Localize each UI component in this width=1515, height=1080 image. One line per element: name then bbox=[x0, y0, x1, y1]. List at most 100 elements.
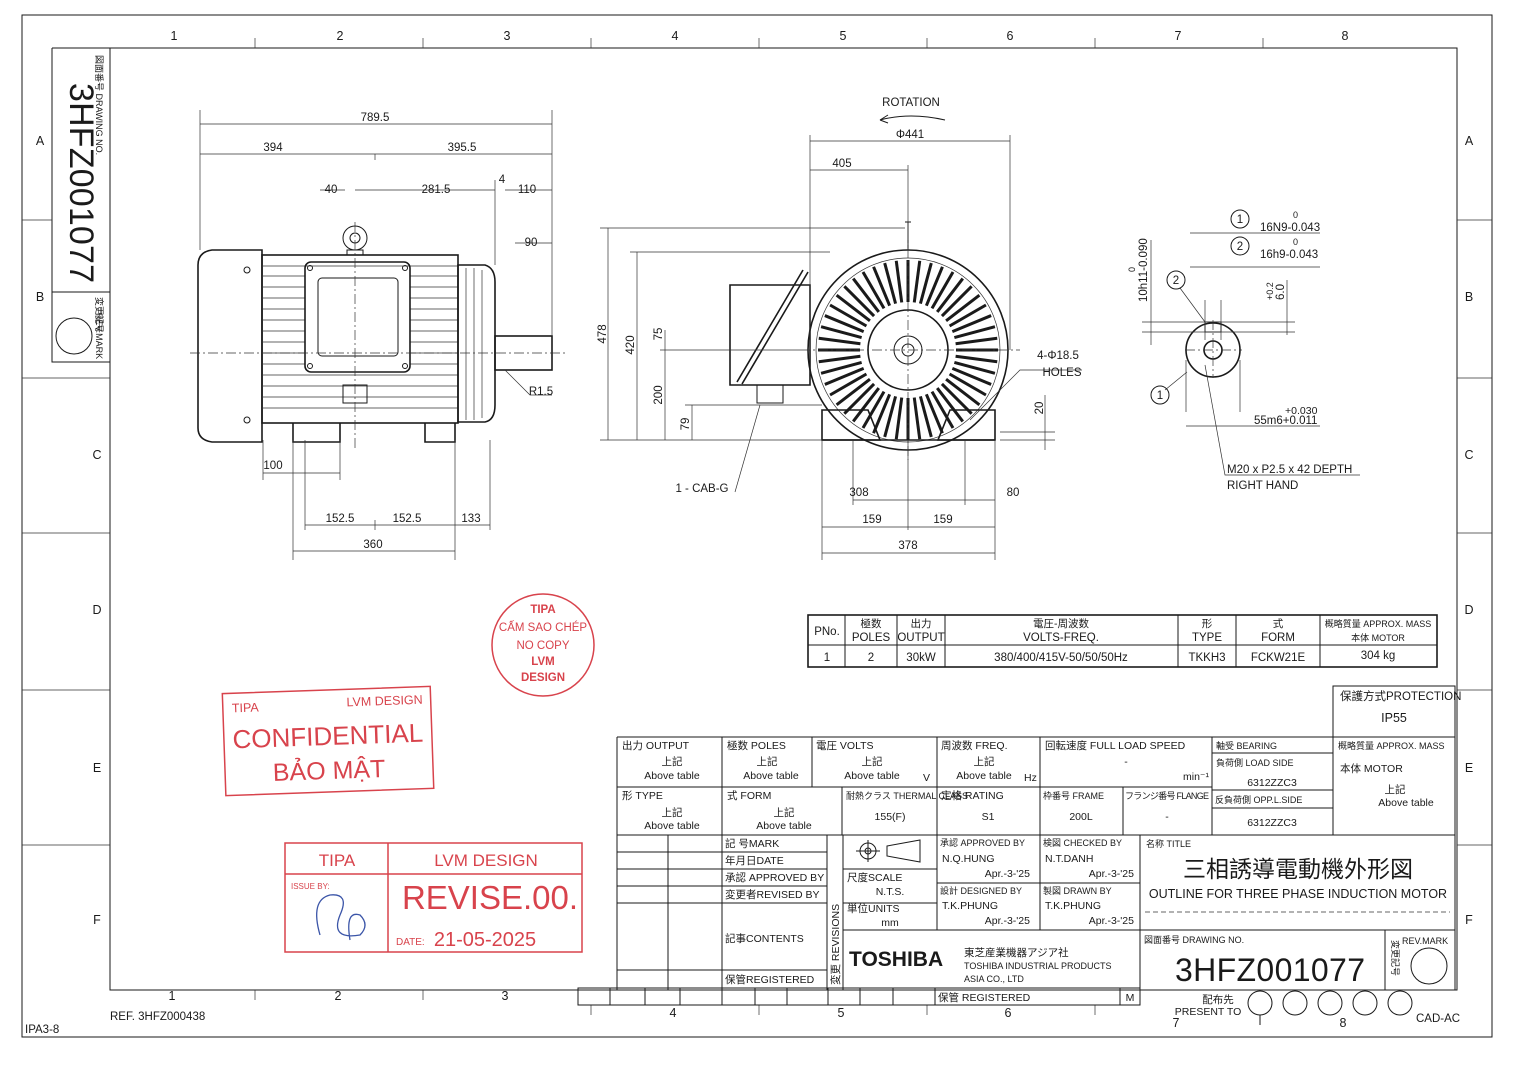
cooling-fin bbox=[948, 372, 987, 397]
cell-mass: 304 kg bbox=[1361, 650, 1396, 662]
registered-label: 保管REGISTERED bbox=[725, 973, 815, 986]
type-value: Above table bbox=[644, 820, 700, 832]
cooling-fin bbox=[894, 260, 904, 303]
dim-200: 200 bbox=[653, 385, 665, 404]
zone-col-3: 3 bbox=[504, 29, 511, 43]
dim-308: 308 bbox=[849, 487, 868, 499]
cooling-fin bbox=[843, 382, 876, 415]
svg-text:DESIGN: DESIGN bbox=[521, 672, 565, 684]
dim-79: 79 bbox=[680, 418, 692, 431]
zone-row-a-right: A bbox=[1465, 134, 1474, 148]
svg-text:極数: 極数 bbox=[861, 617, 882, 630]
shaft-end-detail: 1 2 2 1 0 16N9-0.043 0 16h9-0.043 0 10h1… bbox=[1127, 209, 1360, 492]
svg-text:CONFIDENTIAL: CONFIDENTIAL bbox=[232, 718, 424, 755]
outer-frame bbox=[21, 14, 1493, 1038]
zone-col-3-bottom: 3 bbox=[502, 989, 509, 1003]
svg-text:Hz: Hz bbox=[1024, 772, 1037, 784]
zone-row-f: F bbox=[93, 913, 101, 927]
volts-value: Above table bbox=[844, 770, 900, 782]
svg-text:出力 OUTPUT: 出力 OUTPUT bbox=[622, 739, 690, 752]
dim-75: 75 bbox=[653, 328, 665, 341]
svg-text:上記: 上記 bbox=[862, 755, 883, 768]
svg-text:負荷側 LOAD SIDE: 負荷側 LOAD SIDE bbox=[1216, 757, 1294, 768]
svg-text:V: V bbox=[923, 772, 930, 784]
zone-row-c: C bbox=[92, 448, 101, 462]
svg-text:ASIA CO., LTD: ASIA CO., LTD bbox=[964, 974, 1024, 984]
reference-drawing: REF. 3HFZ000438 bbox=[110, 1011, 205, 1023]
motor-front-view bbox=[729, 114, 1020, 460]
flange-value: - bbox=[1165, 811, 1169, 823]
svg-text:TIPA: TIPA bbox=[530, 604, 555, 616]
opp-side-bearing: 6312ZZC3 bbox=[1247, 817, 1297, 829]
dim-90: 90 bbox=[525, 237, 538, 249]
svg-text:+0.2: +0.2 bbox=[1265, 282, 1275, 300]
svg-text:東芝産業機器アジア社: 東芝産業機器アジア社 bbox=[964, 946, 1069, 959]
cell-output: 30kW bbox=[906, 652, 936, 664]
dim-80: 80 bbox=[1007, 487, 1020, 499]
zone-col-6-bottom: 6 bbox=[1005, 1006, 1012, 1020]
key-width-tolerance-2: 16h9-0.043 bbox=[1260, 249, 1318, 261]
zone-col-7: 7 bbox=[1175, 29, 1182, 43]
zone-col-6: 6 bbox=[1007, 29, 1014, 43]
zone-col-4-bottom: 4 bbox=[670, 1006, 677, 1020]
cooling-fin bbox=[945, 294, 981, 322]
svg-text:反負荷側 OPP.L.SIDE: 反負荷側 OPP.L.SIDE bbox=[1215, 794, 1302, 805]
form-value: Above table bbox=[756, 820, 812, 832]
svg-text:回転速度 FULL LOAD SPEED: 回転速度 FULL LOAD SPEED bbox=[1045, 739, 1186, 752]
protection-value: IP55 bbox=[1381, 711, 1407, 725]
dim-20: 20 bbox=[1034, 402, 1046, 415]
side-view-dimensions: 789.5 394 395.5 40 281.5 4 110 90 R1.5 1… bbox=[263, 112, 553, 551]
callout-2: 2 bbox=[1237, 241, 1243, 253]
svg-text:出力: 出力 bbox=[911, 617, 932, 630]
cooling-fin bbox=[924, 266, 944, 307]
zone-row-b: B bbox=[36, 290, 44, 304]
frame-value: 200L bbox=[1069, 811, 1093, 823]
cooling-fin bbox=[955, 336, 998, 346]
dim-159-a: 159 bbox=[862, 514, 881, 526]
units-value: mm bbox=[881, 917, 899, 929]
zone-col-2-bottom: 2 bbox=[335, 989, 342, 1003]
present-to-label: PRESENT TO bbox=[1175, 1006, 1242, 1018]
cooling-fin bbox=[948, 303, 987, 328]
svg-text:上記: 上記 bbox=[662, 755, 683, 768]
zone-row-b-right: B bbox=[1465, 290, 1473, 304]
dim-40: 40 bbox=[325, 184, 338, 196]
svg-text:0: 0 bbox=[1127, 267, 1137, 272]
zone-col-1: 1 bbox=[171, 29, 178, 43]
approved-date: Apr.-3-'25 bbox=[985, 868, 1030, 880]
revision-number: REVISE.00. bbox=[402, 879, 578, 916]
cooling-fin bbox=[924, 393, 944, 434]
cooling-fin bbox=[824, 366, 865, 386]
side-drawing-number-value: 3HFZ001077 bbox=[62, 83, 100, 283]
cooling-fin bbox=[872, 266, 892, 307]
zone-row-d-right: D bbox=[1464, 603, 1473, 617]
svg-text:周波数 FREQ.: 周波数 FREQ. bbox=[941, 739, 1008, 752]
cooling-fin bbox=[818, 336, 861, 346]
cooling-fin bbox=[951, 366, 992, 386]
svg-text:定格 RATING: 定格 RATING bbox=[941, 789, 1004, 802]
header-volts-freq: VOLTS-FREQ. bbox=[1023, 632, 1099, 644]
svg-text:M: M bbox=[1126, 992, 1135, 1004]
cooling-fin bbox=[852, 387, 880, 423]
key-depth: 6.0 bbox=[1275, 284, 1287, 300]
zone-row-e-right: E bbox=[1465, 761, 1473, 775]
zone-labels: 1 2 3 4 5 6 7 8 1 2 3 4 5 6 7 8 A B C D … bbox=[36, 29, 1474, 1030]
cooling-fin bbox=[936, 277, 964, 313]
dim-110: 110 bbox=[518, 184, 536, 196]
cooling-fin bbox=[883, 262, 898, 305]
drawn-date: Apr.-3-'25 bbox=[1089, 915, 1134, 927]
no-copy-stamp: TIPA CẤM SAO CHÉP NO COPY LVM DESIGN bbox=[491, 593, 595, 697]
cooling-fin bbox=[930, 271, 955, 310]
inner-frame bbox=[51, 47, 1458, 991]
speed-value: - bbox=[1124, 756, 1128, 768]
projection-symbol-icon bbox=[856, 839, 921, 863]
svg-text:承認 APPROVED BY: 承認 APPROVED BY bbox=[940, 837, 1025, 848]
dim-281-5: 281.5 bbox=[422, 184, 451, 196]
rotation-label: ROTATION bbox=[882, 97, 940, 109]
cooling-fin bbox=[835, 294, 871, 322]
mounting-holes: 4-Φ18.5 bbox=[1037, 350, 1079, 362]
svg-text:ISSUE BY:: ISSUE BY: bbox=[291, 882, 330, 891]
svg-text:本体 MOTOR: 本体 MOTOR bbox=[1340, 762, 1403, 775]
revise-stamp: TIPA LVM DESIGN ISSUE BY: REVISE.00. DAT… bbox=[284, 842, 583, 953]
